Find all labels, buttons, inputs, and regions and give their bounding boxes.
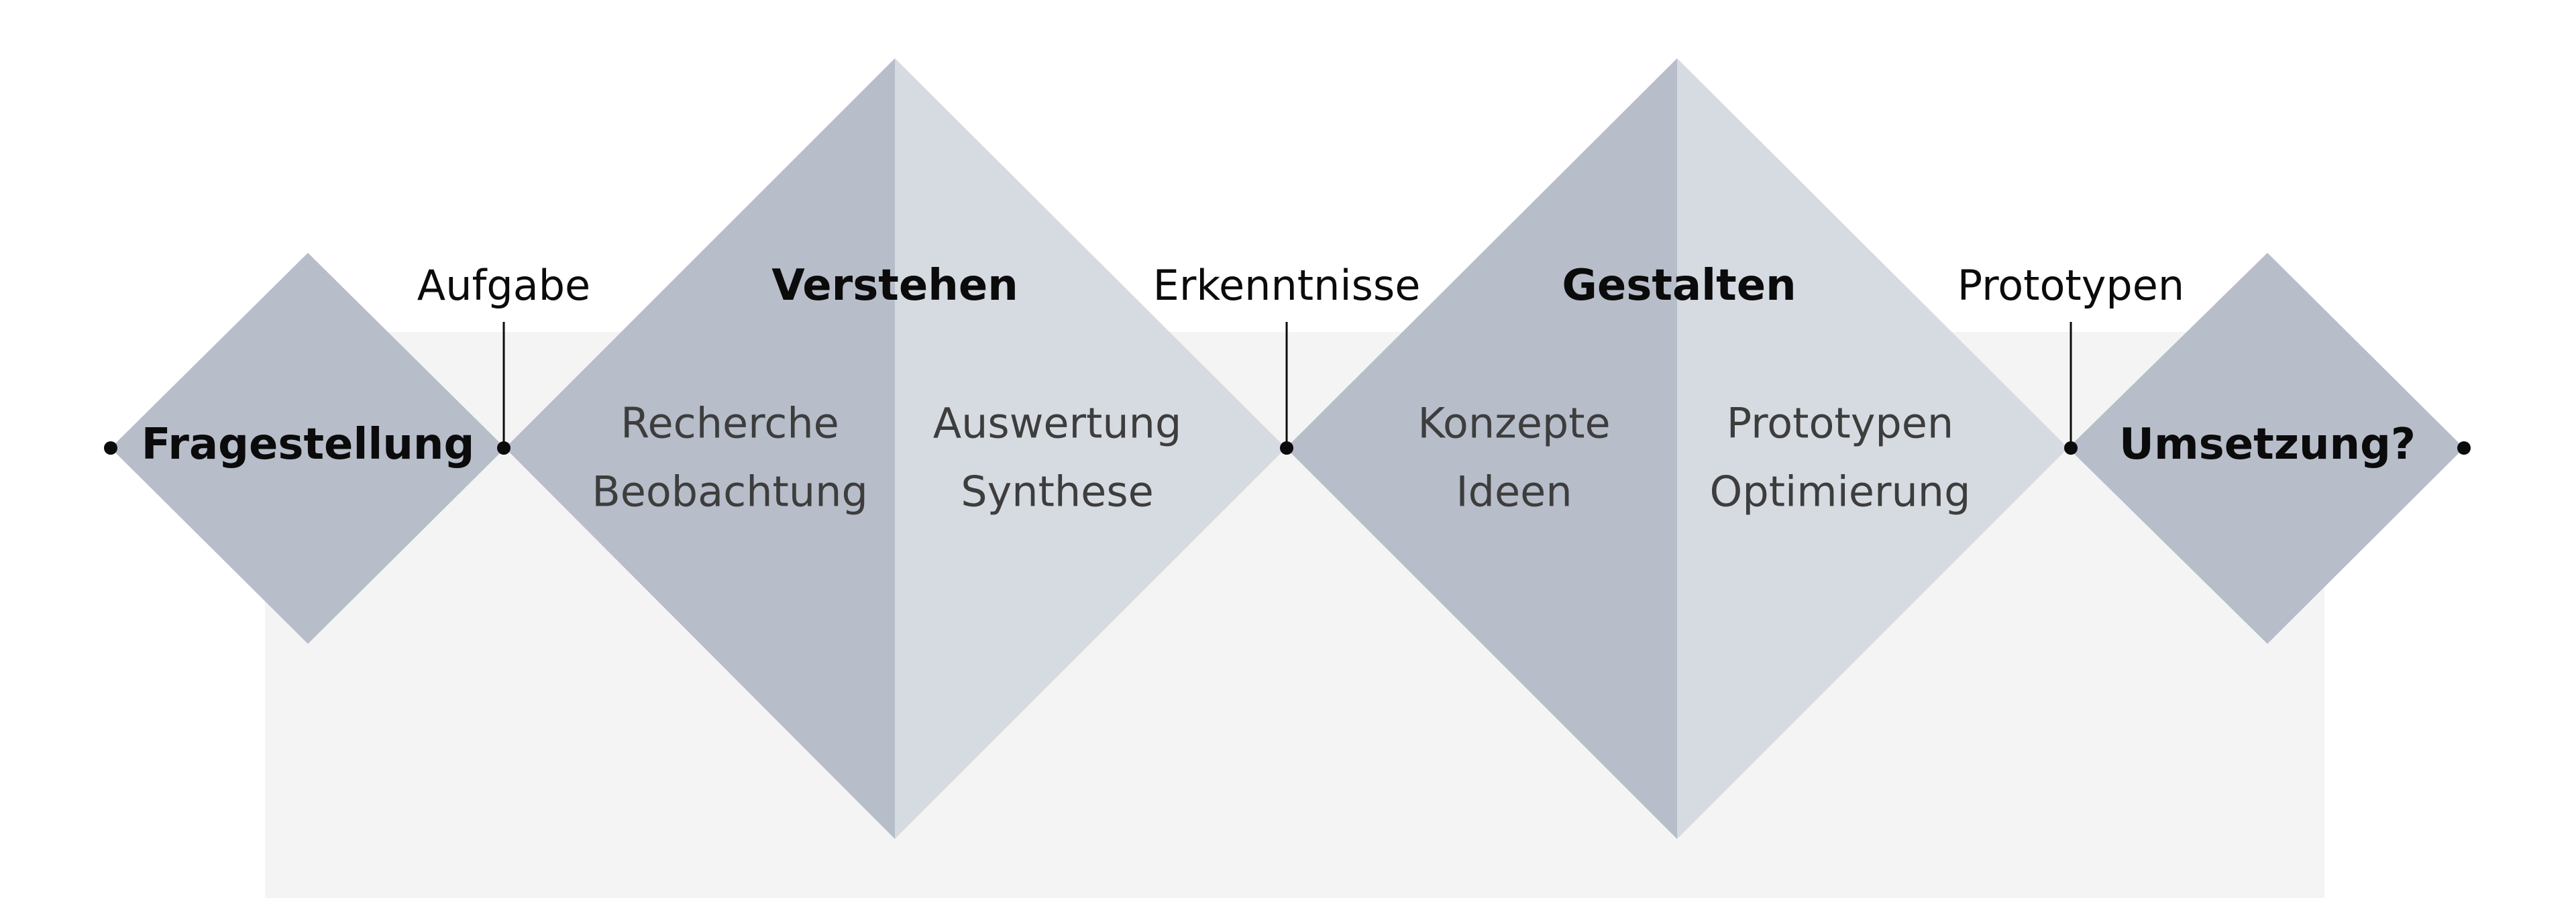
activity-item: Optimierung xyxy=(1709,467,1971,516)
activities-understand-converge: Auswertung Synthese xyxy=(933,390,1182,527)
milestone-label-3: Prototypen xyxy=(1957,261,2185,310)
understand-converge-half xyxy=(895,58,1286,839)
phase-heading-understand: Verstehen xyxy=(771,261,1018,311)
node-dot-2 xyxy=(1280,441,1293,455)
end-diamond xyxy=(2068,253,2464,644)
activity-item: Synthese xyxy=(961,467,1154,516)
node-dot-3 xyxy=(2064,441,2078,455)
activity-item: Recherche xyxy=(621,398,839,448)
milestone-label-2: Erkenntnisse xyxy=(1152,261,1421,310)
node-dot-1 xyxy=(497,441,511,455)
activity-item: Prototypen xyxy=(1726,398,1954,448)
milestone-label-1: Aufgabe xyxy=(417,261,591,310)
start-step-label: Fragestellung xyxy=(141,420,475,469)
phase-heading-design: Gestalten xyxy=(1562,261,1796,311)
understand-diverge-half xyxy=(505,58,895,839)
activity-item: Beobachtung xyxy=(592,467,868,516)
end-step-label: Umsetzung? xyxy=(2118,420,2416,469)
design-diverge-half xyxy=(1286,58,1677,839)
activity-item: Ideen xyxy=(1456,467,1572,516)
activities-design-diverge: Konzepte Ideen xyxy=(1417,390,1610,527)
activity-item: Auswertung xyxy=(932,398,1182,448)
activities-understand-diverge: Recherche Beobachtung xyxy=(592,390,868,527)
start-diamond xyxy=(111,253,505,644)
node-dot-end xyxy=(2457,441,2471,455)
activity-item: Konzepte xyxy=(1417,398,1611,448)
node-dot-start xyxy=(104,441,117,455)
design-converge-half xyxy=(1677,58,2068,839)
activities-design-converge: Prototypen Optimierung xyxy=(1710,390,1971,527)
